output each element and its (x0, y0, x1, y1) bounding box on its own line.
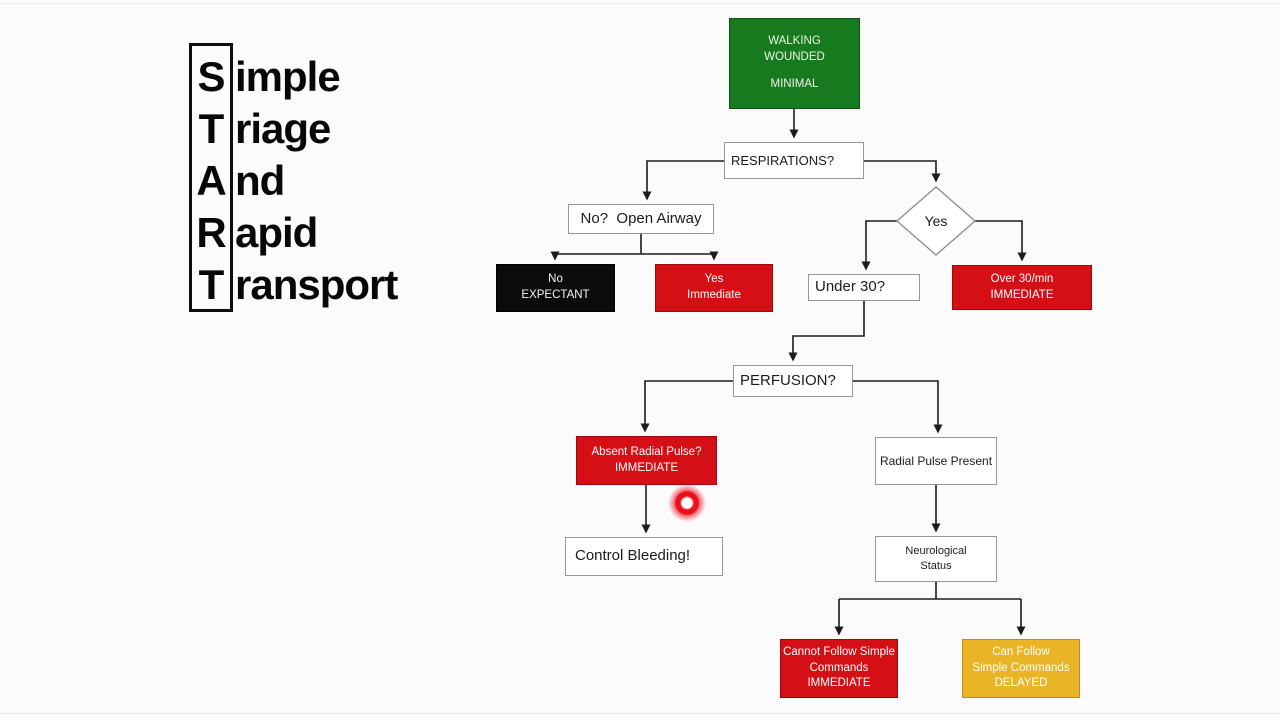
neurological-line1: Neurological (905, 545, 967, 558)
walking-wounded-box: WALKING WOUNDED MINIMAL (729, 18, 860, 109)
acronym-word-rest: imple (235, 53, 341, 100)
yes-diamond-text: Yes (924, 213, 948, 229)
acronym-letter: R (196, 209, 226, 256)
expectant-line1: No (548, 273, 563, 286)
over-30-box: Over 30/min IMMEDIATE (952, 265, 1092, 310)
acronym-word-rest: nd (235, 157, 285, 204)
acronym-word-rest: apid (235, 209, 318, 256)
acronym-letter: T (198, 105, 225, 152)
acronym-letter-box (189, 43, 233, 312)
walking-wounded-line3: MINIMAL (770, 78, 819, 91)
absent-pulse-line2: IMMEDIATE (614, 461, 679, 474)
cannot-follow-line3: IMMEDIATE (807, 677, 871, 690)
bottom-hairline (0, 713, 1280, 714)
cannot-follow-line2: Commands (809, 661, 869, 674)
neurological-line2: Status (920, 560, 952, 572)
radial-pulse-present-label: Radial Pulse Present (879, 453, 993, 468)
over-30-line1: Over 30/min (990, 272, 1054, 285)
under-30-label: Under 30? (815, 278, 886, 296)
cannot-follow-line1: Cannot Follow Simple (783, 646, 895, 659)
expectant-line2: EXPECTANT (521, 289, 590, 301)
acronym-word-rest: ransport (235, 261, 398, 308)
acronym-letter: T (198, 261, 225, 308)
expectant-box: No EXPECTANT (496, 264, 615, 312)
acronym-letter: S (197, 53, 225, 100)
top-hairline (0, 3, 1280, 4)
control-bleeding-box: Control Bleeding! (565, 537, 723, 576)
under-30-box: Under 30? (808, 274, 920, 301)
over-30-line2: IMMEDIATE (990, 288, 1054, 301)
absent-pulse-line1: Absent Radial Pulse? (591, 445, 702, 458)
control-bleeding-label: Control Bleeding! (575, 547, 691, 565)
neurological-status-box: Neurological Status (875, 536, 997, 582)
can-follow-line1: Can Follow (992, 646, 1050, 659)
respirations-box: RESPIRATIONS? (724, 142, 864, 179)
acronym-letter: A (196, 157, 226, 204)
no-open-airway-box: No? Open Airway (568, 204, 714, 234)
no-open-airway-label: No? Open Airway (580, 209, 702, 227)
laser-pointer-dot (667, 483, 707, 523)
can-follow-line3: DELAYED (994, 677, 1048, 690)
yes-immediate-line1: Yes (704, 273, 724, 286)
respirations-label: RESPIRATIONS? (731, 152, 835, 168)
yes-diamond-label: Yes (897, 207, 975, 235)
walking-wounded-line1: WALKING (768, 35, 821, 48)
cannot-follow-commands-box: Cannot Follow Simple Commands IMMEDIATE (780, 639, 898, 698)
yes-diamond (896, 186, 976, 256)
yes-immediate-box: Yes Immediate (655, 264, 773, 312)
acronym-word-rest: riage (235, 105, 331, 152)
perfusion-box: PERFUSION? (733, 365, 853, 397)
can-follow-commands-box: Can Follow Simple Commands DELAYED (962, 639, 1080, 698)
perfusion-label: PERFUSION? (740, 371, 836, 389)
radial-pulse-present-box: Radial Pulse Present (875, 437, 997, 485)
can-follow-line2: Simple Commands (972, 661, 1070, 674)
yes-immediate-line2: Immediate (687, 289, 741, 301)
walking-wounded-line2: WOUNDED (764, 50, 825, 63)
absent-radial-pulse-box: Absent Radial Pulse? IMMEDIATE (576, 436, 717, 485)
